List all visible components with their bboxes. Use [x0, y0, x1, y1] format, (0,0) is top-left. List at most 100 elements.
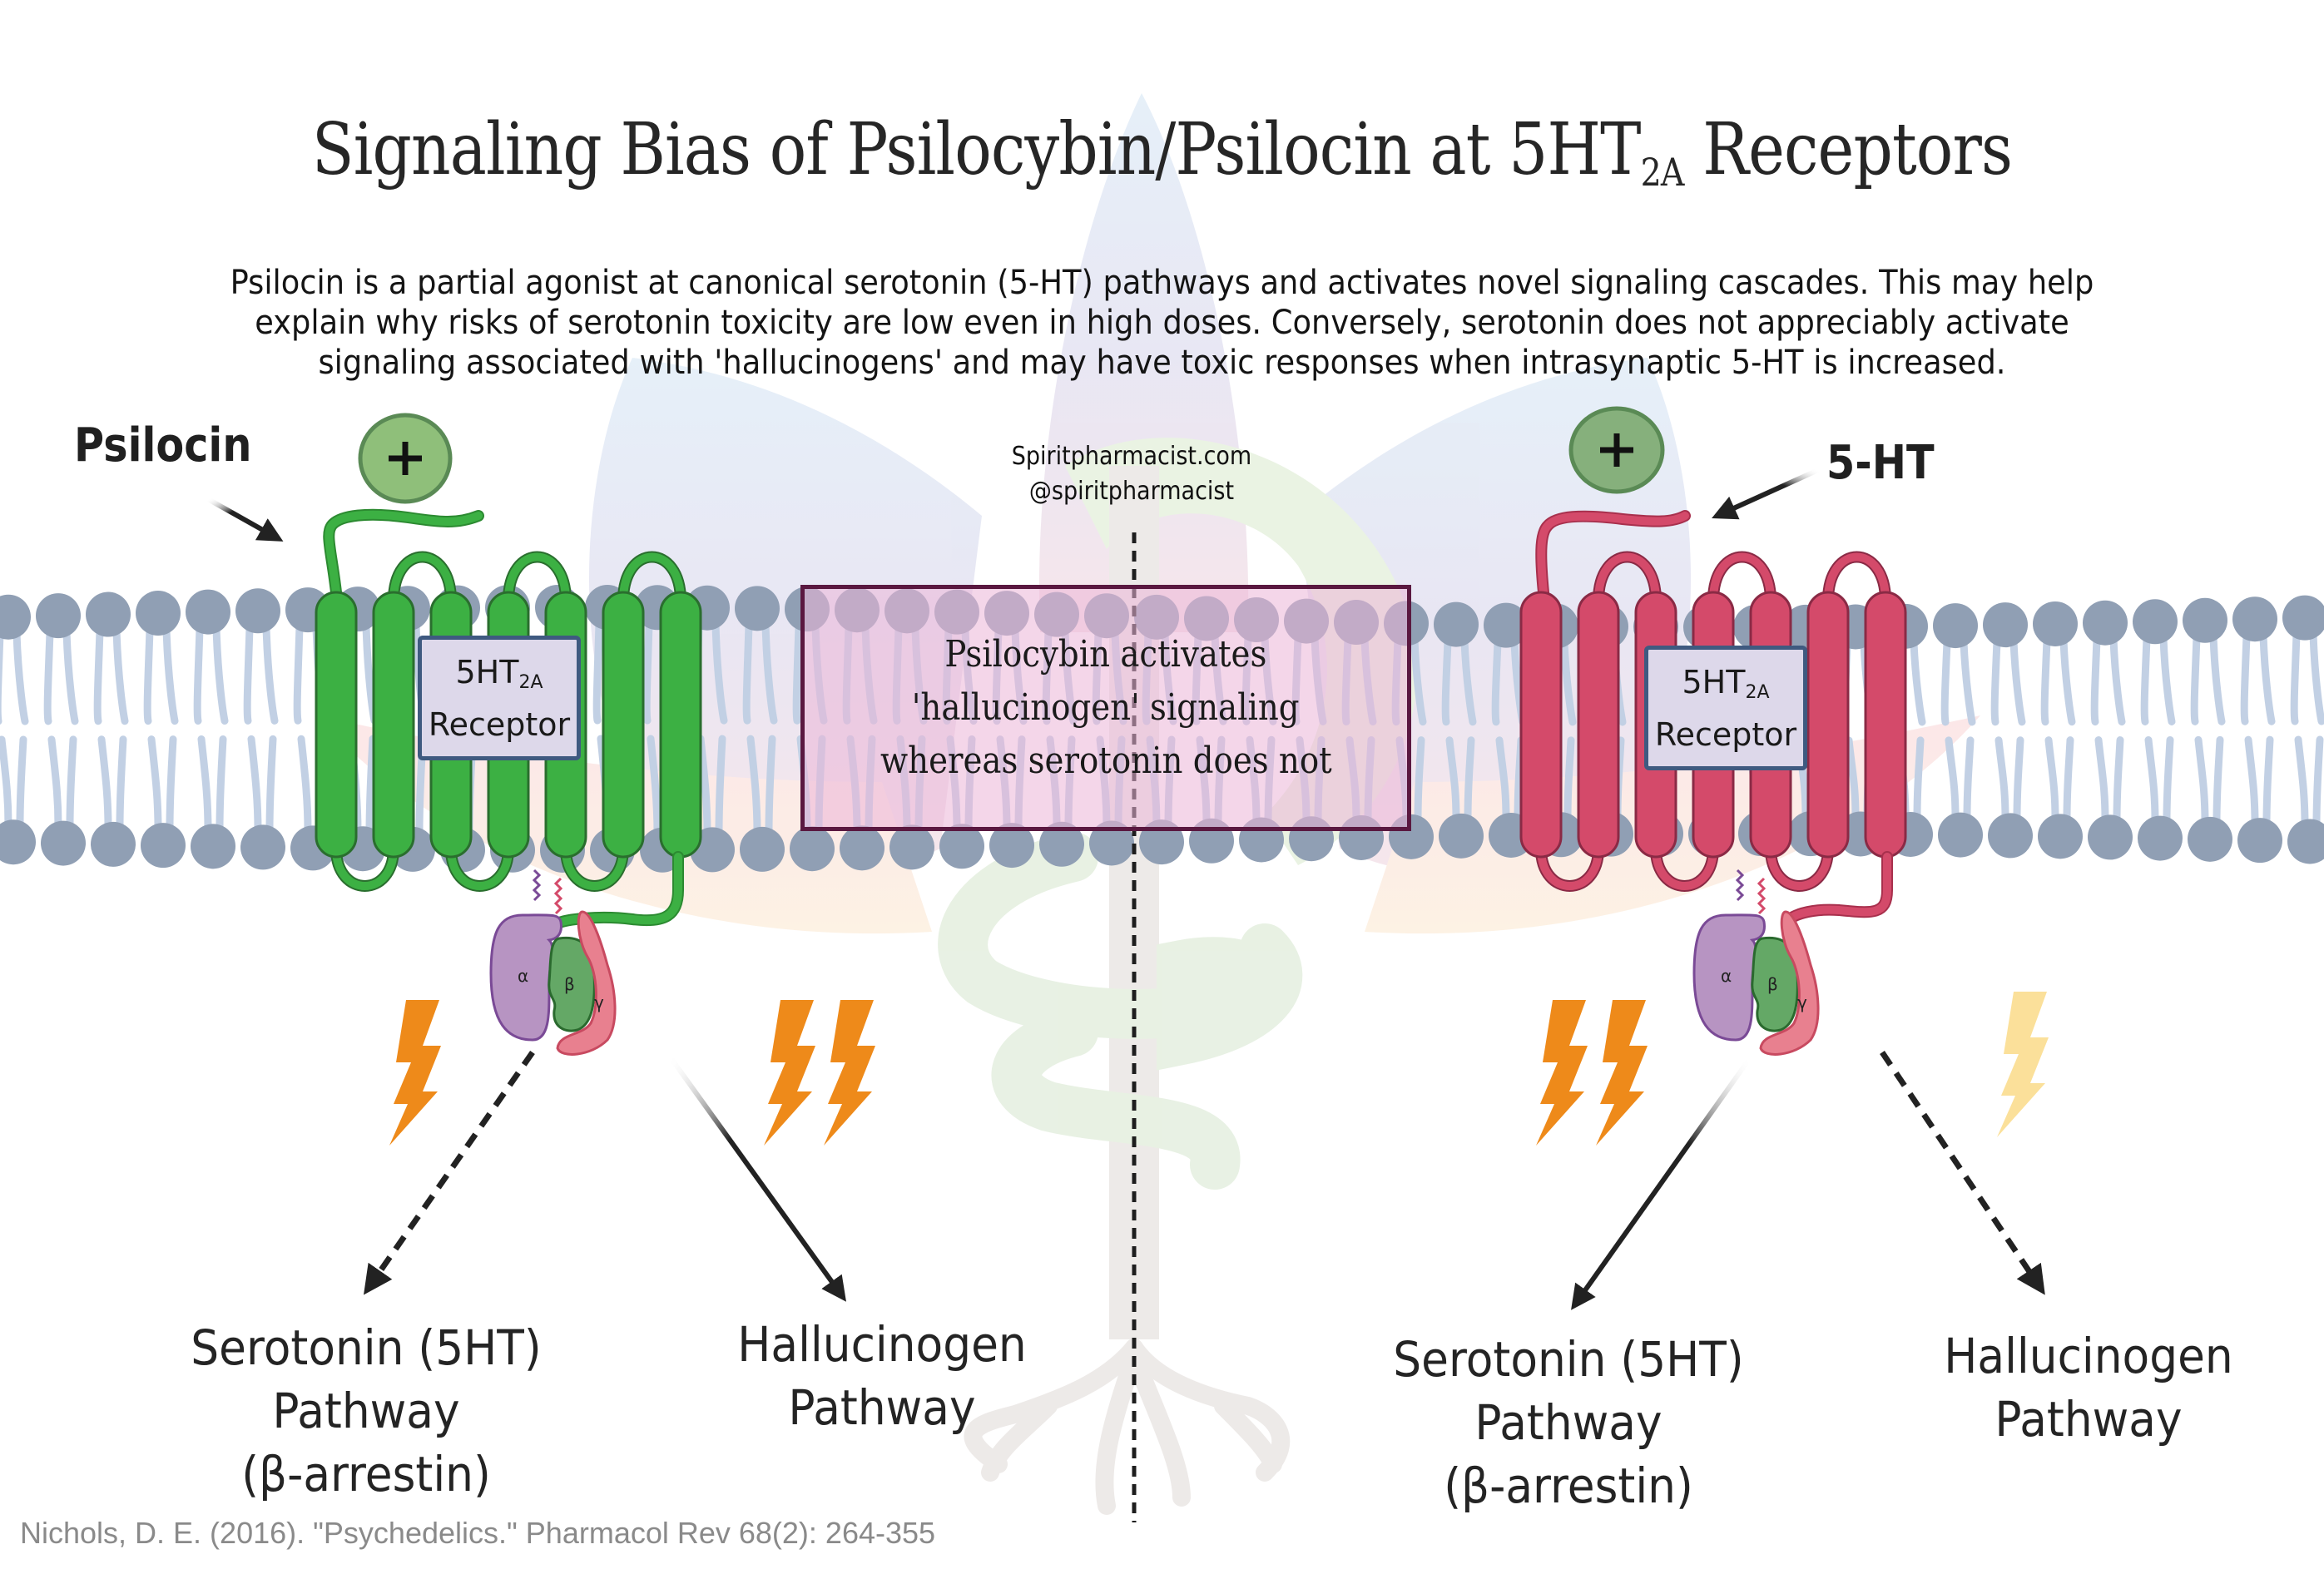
receptor-subscript: 2A — [518, 671, 543, 693]
lipid-tail — [711, 621, 728, 725]
summary-line: Psilocybin activates — [944, 633, 1267, 676]
lipid-head — [2088, 814, 2133, 860]
psilocin-label: Psilocin — [74, 418, 252, 473]
lipid-tail — [2259, 631, 2276, 725]
extracellular-loop — [1594, 552, 1660, 601]
lipid-tail — [2309, 631, 2324, 725]
lipid-head — [1039, 821, 1084, 867]
center-summary-box: Psilocybin activates 'hallucinogen' sign… — [800, 585, 1411, 831]
intracellular-loop — [1537, 848, 1603, 890]
lipid-tail — [2109, 636, 2126, 726]
right-serotonin-arrow — [1571, 1057, 1752, 1310]
pathway-line: Serotonin (5HT) — [191, 1319, 542, 1376]
lipid-head — [141, 823, 186, 869]
lipid-head — [1089, 820, 1134, 866]
lipid-tail — [2009, 637, 2026, 726]
lipid-head — [1434, 601, 1479, 647]
lipid-tail — [1940, 638, 1951, 726]
g-gamma-label: γ — [594, 992, 604, 1012]
lipid-tail — [12, 630, 29, 725]
g-alpha-label: α — [1721, 966, 1732, 986]
pathway-line: (β-arrestin) — [241, 1446, 491, 1502]
lipid-tail — [2040, 636, 2051, 726]
psilocin-arrow — [206, 497, 284, 542]
lipid-anchor — [1757, 877, 1767, 915]
transmembrane-helix — [1519, 591, 1563, 859]
lipid-tail — [642, 620, 653, 725]
intracellular-loop — [447, 848, 513, 890]
lipid-tail — [162, 626, 179, 725]
lipid-head — [1938, 812, 1983, 858]
serotonin-label: 5-HT — [1826, 436, 1935, 490]
extracellular-loop — [1709, 552, 1775, 601]
extracellular-loop — [389, 552, 455, 601]
left-n-terminus — [323, 508, 484, 598]
lipid-anchor — [1735, 869, 1745, 902]
receptor-word: Receptor — [428, 705, 571, 743]
lipid-tail — [1464, 736, 1475, 824]
g-alpha-label: α — [518, 966, 528, 986]
lipid-tail — [93, 627, 104, 725]
lipid-tail — [2163, 735, 2174, 826]
lipid-tail — [1491, 638, 1502, 726]
intro-line: signaling associated with 'hallucinogens… — [318, 344, 2006, 382]
extracellular-loop — [504, 552, 570, 601]
intracellular-loop — [1767, 848, 1832, 890]
lipid-tail — [2140, 634, 2151, 725]
lipid-tail — [715, 735, 726, 837]
lipid-head — [86, 591, 131, 637]
lipid-head — [790, 826, 835, 872]
transmembrane-helix — [315, 591, 358, 859]
transmembrane-helix — [1864, 591, 1907, 859]
lipid-head — [2038, 814, 2083, 859]
serotonin-arrow — [1712, 468, 1820, 520]
pathway-line: Pathway — [272, 1383, 460, 1439]
lipid-tail — [1410, 636, 1427, 726]
receptor-name: 5HT — [455, 653, 519, 690]
pathway-line: Pathway — [1474, 1394, 1662, 1451]
receptor-name: 5HT — [1682, 663, 1746, 700]
lipid-tail — [2194, 735, 2209, 827]
title-suffix: Receptors — [1683, 108, 2013, 191]
lipid-tail — [16, 735, 27, 829]
transmembrane-helix — [372, 591, 415, 859]
pathway-line: Hallucinogen — [1944, 1328, 2233, 1384]
pathway-line: Hallucinogen — [737, 1316, 1027, 1373]
lipid-tail — [1845, 736, 1860, 821]
lipid-head — [136, 591, 181, 636]
left-serotonin-pathway-label: Serotonin (5HT) Pathway (β-arrestin) — [136, 1316, 596, 1506]
lipid-tail — [592, 620, 603, 725]
lipid-tail — [166, 735, 177, 833]
lipid-tail — [792, 621, 803, 725]
lipid-tail — [1441, 637, 1452, 726]
lipid-tail — [2059, 636, 2076, 726]
lipid-head — [939, 824, 984, 869]
lipid-tail — [43, 628, 54, 725]
lipid-head — [2237, 818, 2282, 864]
lipid-head — [1933, 603, 1978, 649]
lipid-head — [41, 820, 86, 866]
lipid-tail — [293, 622, 304, 725]
title-main: Signaling Bias of Psilocybin/Psilocin at… — [311, 108, 1642, 191]
left-receptor-label: 5HT2A Receptor — [418, 636, 581, 760]
lipid-tail — [47, 735, 62, 831]
lipid-tail — [1994, 736, 2009, 823]
lipid-tail — [2209, 633, 2226, 725]
intro-line: explain why risks of serotonin toxicity … — [255, 304, 2069, 342]
g-gamma-label: γ — [1797, 992, 1807, 1012]
lightning-bolt-icon — [389, 1000, 441, 1146]
lipid-tail — [2144, 735, 2159, 826]
extracellular-loop — [1824, 552, 1890, 601]
lipid-tail — [2094, 736, 2109, 824]
lipid-head — [186, 589, 230, 635]
lipid-head — [2133, 599, 2178, 645]
lipid-head — [740, 826, 785, 872]
lightning-bolt-icon — [1536, 1000, 1588, 1146]
lipid-head — [889, 824, 934, 870]
pathway-line: Pathway — [1994, 1391, 2183, 1448]
lipid-tail — [147, 735, 162, 833]
lipid-tail — [1913, 736, 1925, 822]
